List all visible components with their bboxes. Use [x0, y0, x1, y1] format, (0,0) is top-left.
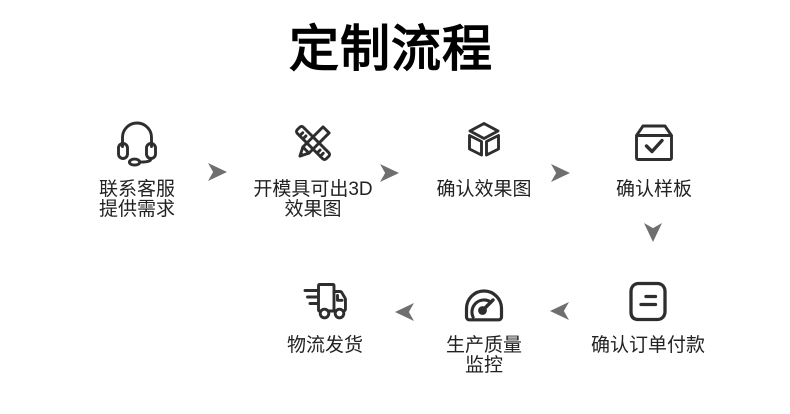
step-confirm-render: 确认效果图	[394, 119, 574, 200]
delivery-truck-icon	[303, 283, 347, 320]
step-label-line: 确认样板	[615, 179, 692, 200]
arrow-down-icon	[644, 223, 662, 242]
step-confirm-sample: 确认样板	[564, 119, 744, 200]
pencil-ruler-icon	[295, 125, 331, 161]
step-production-quality: 生产质量 监控	[394, 277, 574, 376]
step-label: 开模具可出3D 效果图	[253, 180, 372, 220]
step-label-line: 效果图	[284, 199, 342, 220]
page-title: 定制流程	[289, 21, 493, 77]
gauge-icon	[464, 289, 504, 322]
step-label-line: 提供需求	[98, 199, 175, 220]
step-label: 确认订单付款	[591, 336, 705, 356]
step-label: 联系客服 提供需求	[99, 180, 175, 220]
headset-icon	[117, 121, 157, 167]
step-label: 确认样板	[616, 180, 692, 200]
step-label-line: 生产质量	[445, 335, 522, 356]
step-label: 确认效果图	[436, 180, 531, 200]
step-label: 生产质量 监控	[446, 336, 522, 376]
cube-3d-icon	[468, 122, 500, 157]
step-label-line: 联系客服	[98, 179, 175, 200]
step-confirm-order-payment: 确认订单付款	[558, 277, 738, 356]
step-logistics-shipping: 物流发货	[235, 277, 415, 356]
step-label-line: 确认效果图	[436, 179, 532, 200]
order-document-icon	[629, 281, 667, 322]
step-label-line: 开模具可出3D	[253, 179, 373, 200]
step-label: 物流发货	[287, 336, 363, 356]
sample-box-check-icon	[635, 124, 673, 161]
step-label-line: 确认订单付款	[590, 335, 705, 356]
step-label-line: 监控	[464, 355, 503, 376]
step-contact-service: 联系客服 提供需求	[47, 119, 227, 220]
step-mold-3d-render: 开模具可出3D 效果图	[223, 119, 403, 220]
step-label-line: 物流发货	[286, 335, 363, 356]
